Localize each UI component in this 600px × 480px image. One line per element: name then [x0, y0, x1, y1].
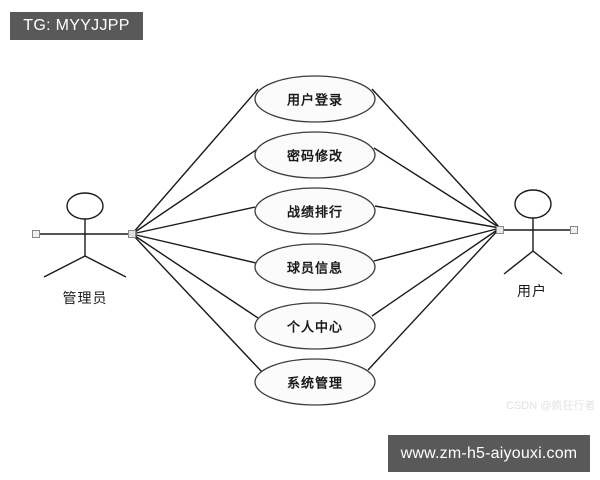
actor-admin-leg-right: [84, 255, 127, 278]
association-user-uc-ranking[interactable]: [374, 205, 501, 229]
actor-admin-handle-right[interactable]: [128, 230, 136, 238]
use-case-label-uc-system: 系统管理: [286, 375, 343, 391]
use-case-uc-profile[interactable]: [254, 302, 376, 350]
association-admin-uc-system[interactable]: [131, 233, 263, 373]
use-case-ellipses: [254, 75, 376, 406]
use-case-uc-login[interactable]: [254, 75, 376, 123]
actor-user-handle-right[interactable]: [570, 226, 578, 234]
use-case-label-uc-profile: 个人中心: [286, 319, 343, 335]
actor-user-leg-left: [503, 250, 534, 275]
use-case-uc-password[interactable]: [254, 131, 376, 179]
actor-admin-head: [66, 192, 104, 220]
use-case-uc-player[interactable]: [254, 243, 376, 291]
association-admin-uc-ranking[interactable]: [131, 206, 256, 235]
actor-admin[interactable]: [32, 192, 136, 278]
association-user-uc-login[interactable]: [371, 88, 501, 229]
use-case-uc-system[interactable]: [254, 358, 376, 406]
association-user-uc-profile[interactable]: [371, 227, 501, 317]
association-user-uc-player[interactable]: [373, 227, 501, 262]
association-admin-uc-profile[interactable]: [131, 233, 259, 319]
actor-label-admin: 管理员: [62, 290, 108, 306]
actor-user[interactable]: [496, 189, 578, 275]
association-lines-user: [367, 88, 501, 371]
actor-admin-handle-left[interactable]: [32, 230, 40, 238]
association-user-uc-system[interactable]: [367, 227, 501, 371]
actor-user-leg-right: [532, 250, 563, 275]
use-case-label-uc-password: 密码修改: [286, 148, 343, 164]
site-url-banner: www.zm-h5-aiyouxi.com: [388, 435, 590, 472]
tg-badge: TG: MYYJJPP: [10, 12, 143, 40]
actor-user-handle-left[interactable]: [496, 226, 504, 234]
use-case-label-uc-ranking: 战绩排行: [286, 204, 343, 220]
use-case-label-uc-player: 球员信息: [286, 260, 343, 276]
association-user-uc-password[interactable]: [373, 147, 501, 229]
association-admin-uc-login[interactable]: [131, 88, 259, 235]
use-case-uc-ranking[interactable]: [254, 187, 376, 235]
actor-user-head: [514, 189, 552, 219]
actor-admin-leg-left: [43, 255, 86, 278]
association-admin-uc-player[interactable]: [131, 233, 257, 264]
association-lines-admin: [131, 88, 263, 373]
csdn-watermark: CSDN @疯狂行者: [506, 400, 596, 412]
association-admin-uc-password[interactable]: [131, 149, 257, 235]
actor-label-user: 用户: [517, 283, 547, 299]
use-case-label-uc-login: 用户登录: [286, 92, 343, 108]
